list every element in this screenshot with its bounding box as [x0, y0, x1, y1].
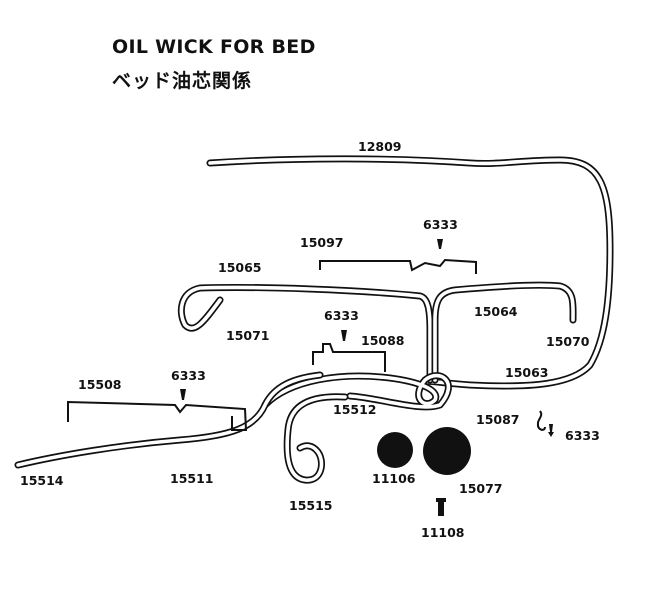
- wick-15511: [18, 375, 320, 465]
- disc-15077: [423, 427, 471, 475]
- part-label-15087: 15087: [476, 412, 520, 427]
- part-label-11106: 11106: [372, 471, 416, 486]
- part-label-12809: 12809: [358, 139, 402, 154]
- wire-15088: [313, 344, 385, 372]
- part-label-6333-d: 6333: [565, 428, 600, 443]
- part-label-15508: 15508: [78, 377, 122, 392]
- part-label-11108: 11108: [421, 525, 465, 540]
- pin-6333-c: [180, 389, 186, 400]
- wire-15508: [68, 402, 246, 430]
- part-label-6333-b: 6333: [324, 308, 359, 323]
- part-label-15097: 15097: [300, 235, 344, 250]
- part-label-15063: 15063: [505, 365, 549, 380]
- part-label-15514: 15514: [20, 473, 64, 488]
- wire-15087: [538, 411, 545, 430]
- part-label-15077: 15077: [459, 481, 503, 496]
- wick-12809: [210, 159, 610, 386]
- part-label-15088: 15088: [361, 333, 405, 348]
- part-label-15511: 15511: [170, 471, 214, 486]
- part-label-6333-c: 6333: [171, 368, 206, 383]
- pin-6333-b: [341, 330, 347, 341]
- pin-6333-d: [548, 424, 554, 437]
- part-label-15512: 15512: [333, 402, 377, 417]
- part-label-15064: 15064: [474, 304, 518, 319]
- screw-11108: [436, 498, 446, 516]
- part-label-6333-a: 6333: [423, 217, 458, 232]
- part-label-15071: 15071: [226, 328, 270, 343]
- part-label-15065: 15065: [218, 260, 262, 275]
- disc-11106: [377, 432, 413, 468]
- pin-6333-a: [437, 239, 443, 249]
- part-label-15070: 15070: [546, 334, 590, 349]
- wick-group: [18, 159, 610, 480]
- part-label-15515: 15515: [289, 498, 333, 513]
- wire-15097: [320, 260, 476, 274]
